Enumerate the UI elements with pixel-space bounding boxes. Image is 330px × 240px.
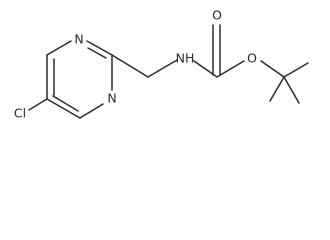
bond-n1-c2 <box>86 40 113 56</box>
bond-c4-c5 <box>46 98 81 119</box>
pyrimidine-ring <box>46 40 113 119</box>
bond-carbonyl-o-ester <box>216 60 245 78</box>
bond-c5-cl <box>28 98 48 111</box>
atom-label-n1: N <box>74 32 83 47</box>
bond-tbutyl-methyl-2 <box>269 76 285 102</box>
atom-label-ester-o: O <box>247 51 257 66</box>
atom-label-carbonyl-o: O <box>212 8 222 23</box>
bond-tbutyl-methyl-1 <box>283 62 309 78</box>
bond-n3-c4 <box>79 103 104 119</box>
atom-label-n2: N <box>107 91 116 106</box>
bond-tbutyl-methyl-3 <box>283 76 300 104</box>
bond-ch2-nh <box>147 59 178 78</box>
bond-c2-ch2 <box>111 54 149 78</box>
bond-c6-n1 <box>46 40 72 56</box>
atom-label-cl: Cl <box>14 106 26 121</box>
atom-label-nh: NH <box>176 51 195 66</box>
bond-n1-c2-inner <box>87 47 107 59</box>
bond-c4-c5-inner <box>52 95 79 112</box>
bond-o-tbutyl <box>260 60 285 78</box>
chemical-structure: N N Cl NH O O <box>14 8 309 121</box>
